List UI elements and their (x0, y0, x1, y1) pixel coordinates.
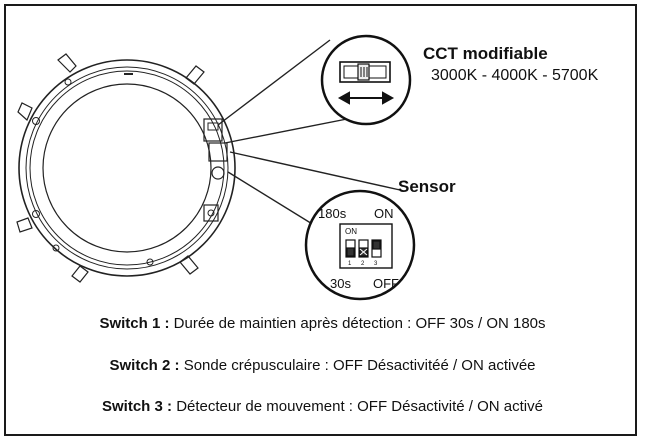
light-fixture (16, 53, 236, 283)
cct-magnifier (320, 34, 412, 126)
dip-number-3: 3 (374, 261, 378, 267)
sensor-title: Sensor (398, 177, 456, 196)
dip-on-label: ON (345, 227, 357, 236)
switch-1-text: Durée de maintien après détection : OFF … (173, 315, 546, 332)
sensor-180s-label: 180s (318, 206, 347, 221)
switch-2-label: Switch 2 : (109, 357, 180, 374)
switch-1-description: Switch 1 : Durée de maintien après détec… (0, 315, 645, 332)
dip-number-1: 1 (348, 261, 352, 267)
switch-3-description: Switch 3 : Détecteur de mouvement : OFF … (0, 398, 645, 415)
switch-3-text: Détecteur de mouvement : OFF Désactivité… (176, 398, 543, 415)
dip-switches (345, 239, 382, 258)
cct-leader-lines (217, 39, 353, 144)
switch-1-label: Switch 1 : (99, 315, 170, 332)
sensor-leader-lines (227, 151, 401, 231)
switch-2-text: Sonde crépusculaire : OFF Désactivitéé /… (183, 357, 536, 374)
double-arrow-icon (337, 91, 395, 105)
dip-number-2: 2 (361, 261, 365, 267)
sensor-30s-label: 30s (330, 276, 351, 291)
diagram-frame (4, 4, 637, 436)
switch-3-label: Switch 3 : (102, 398, 173, 415)
cct-values: 3000K - 4000K - 5700K (431, 67, 599, 84)
cct-title: CCT modifiable (423, 44, 548, 63)
switch-2-description: Switch 2 : Sonde crépusculaire : OFF Dés… (0, 357, 645, 374)
sensor-off-label: OFF (373, 276, 399, 291)
sensor-on-label: ON (374, 206, 394, 221)
sensor-magnifier: 180s ON 30s OFF ON 1 2 3 (304, 189, 416, 301)
